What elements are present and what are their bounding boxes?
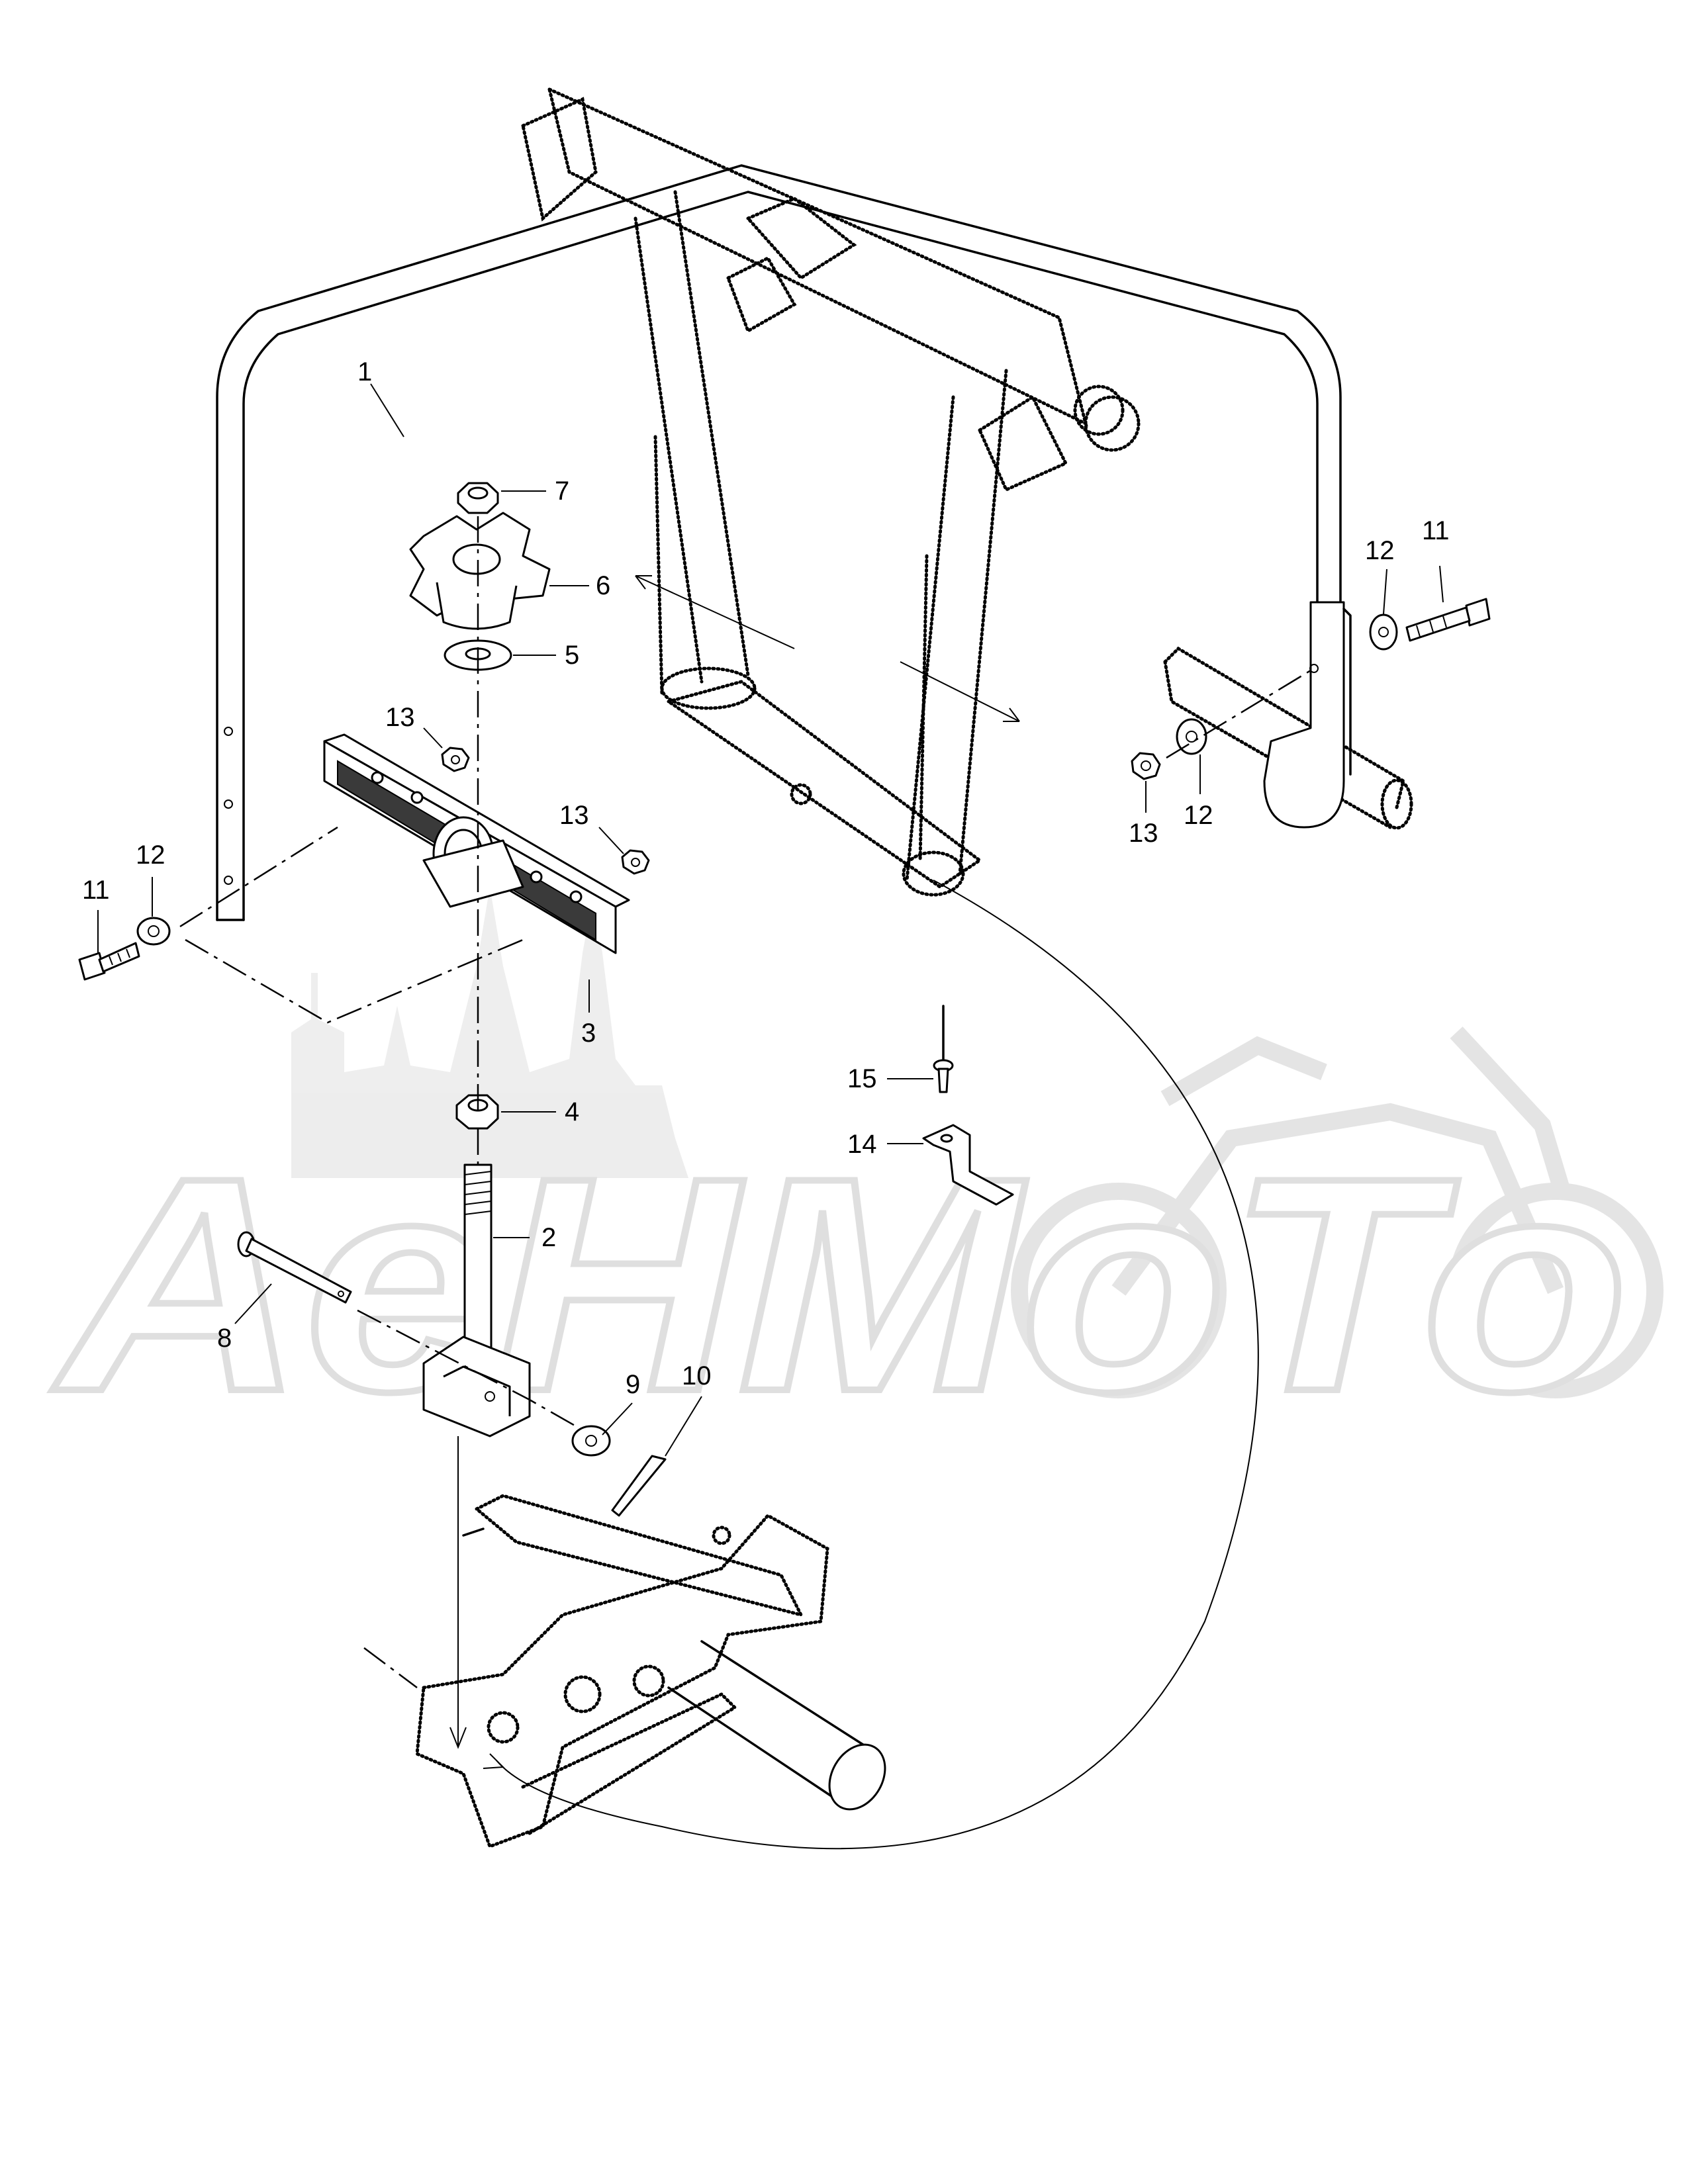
callout-15: 15 <box>847 1064 877 1093</box>
mount-tube <box>462 1527 886 1811</box>
clevis-pin <box>237 1231 352 1304</box>
callout-12c: 12 <box>1184 801 1213 830</box>
adjust-knob <box>409 512 551 630</box>
washer-12a <box>136 917 171 946</box>
callout-6: 6 <box>596 571 610 600</box>
washer-12c <box>1176 718 1207 755</box>
callout-7: 7 <box>555 477 569 506</box>
callout-13b: 13 <box>559 801 589 830</box>
callout-10: 10 <box>682 1361 712 1390</box>
nut-13a <box>441 747 470 772</box>
rivet <box>933 1005 954 1093</box>
callout-14: 14 <box>847 1130 877 1159</box>
callout-1: 1 <box>357 357 372 387</box>
cotter-pin <box>611 1455 667 1517</box>
handle-frame <box>216 164 1352 921</box>
callout-11b: 11 <box>1422 516 1450 545</box>
nut-13b <box>621 849 650 875</box>
nut-7 <box>457 482 499 514</box>
nut-13c <box>1131 752 1161 780</box>
callout-8: 8 <box>217 1324 232 1353</box>
callout-3: 3 <box>581 1019 596 1048</box>
washer-9 <box>571 1425 611 1457</box>
callout-11a: 11 <box>82 876 110 905</box>
bolt-11a <box>78 942 140 981</box>
phantom-frame <box>415 86 1413 1849</box>
callouts: 1 2 3 4 5 6 7 8 9 10 11 11 12 12 12 13 1 <box>82 357 1450 1457</box>
callout-13a: 13 <box>385 703 415 732</box>
callout-13c: 13 <box>1129 819 1158 848</box>
watermark: AeHMoTo <box>46 887 1664 1458</box>
assembly-lines <box>179 516 1315 1850</box>
bolt-11b <box>1405 598 1491 642</box>
washer-12b <box>1369 614 1398 651</box>
clevis-rod <box>422 1163 531 1437</box>
callout-2: 2 <box>541 1223 556 1252</box>
watermark-text: AeHMoTo <box>49 1115 1628 1455</box>
watermark-motorcycle <box>1011 1026 1664 1398</box>
callout-9: 9 <box>626 1370 640 1399</box>
callout-12a: 12 <box>136 841 165 870</box>
callout-4: 4 <box>565 1097 579 1126</box>
mounting-plate <box>323 733 630 954</box>
callout-5: 5 <box>565 641 579 670</box>
callout-12b: 12 <box>1365 536 1395 565</box>
watermark-skyline <box>291 887 688 1178</box>
clip-bracket <box>922 1124 1014 1206</box>
